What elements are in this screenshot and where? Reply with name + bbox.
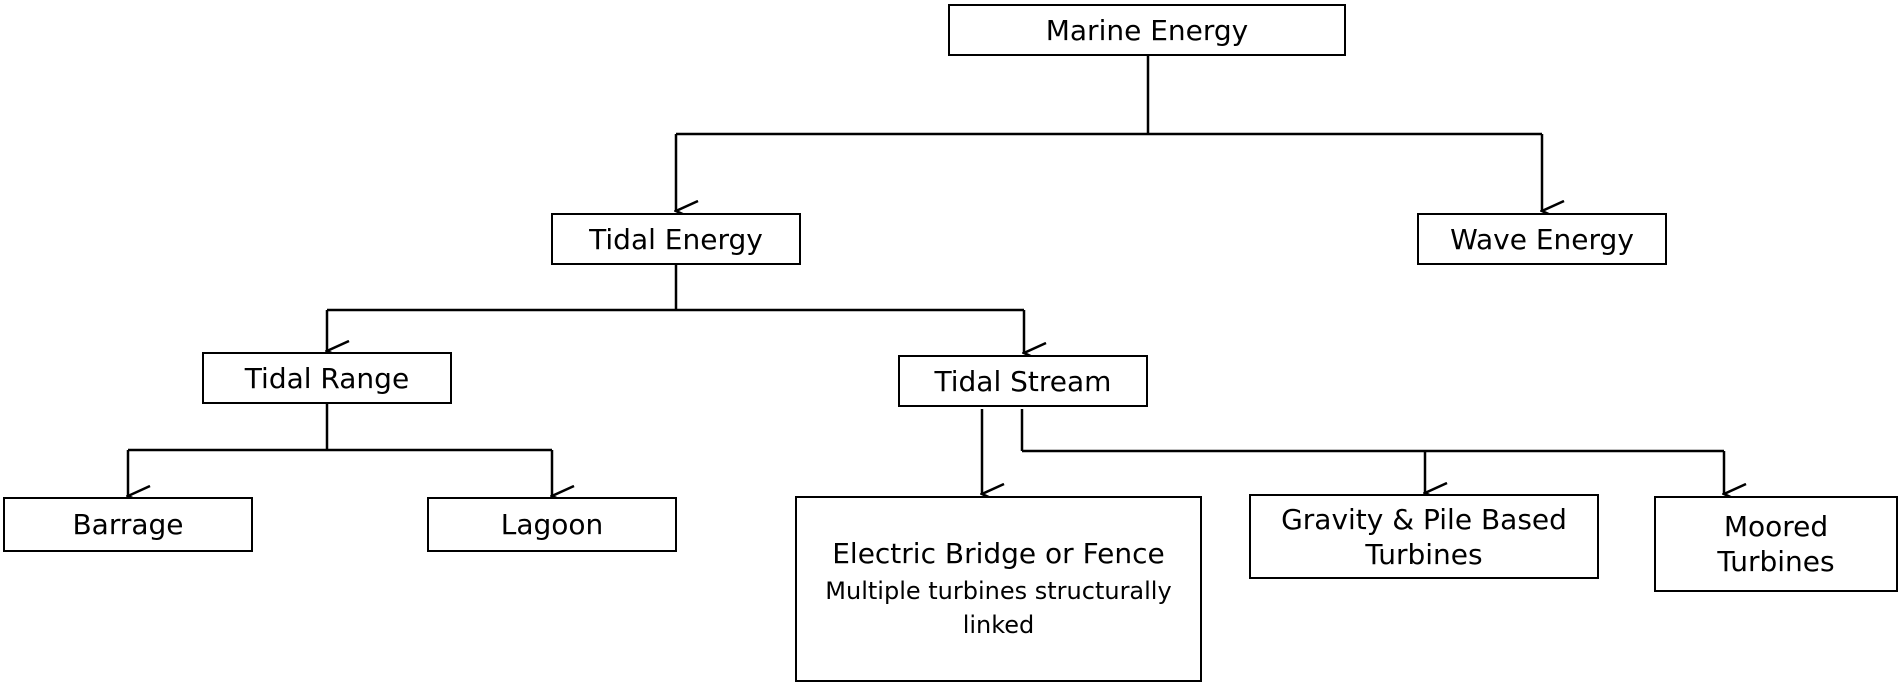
- node-wave-energy-label: Wave Energy: [1450, 222, 1634, 256]
- node-tidal-energy-label: Tidal Energy: [589, 222, 763, 256]
- node-marine-energy: Marine Energy: [948, 4, 1346, 56]
- node-moored-label: Moored Turbines: [1717, 510, 1835, 578]
- node-gravity-pile-label: Gravity & Pile Based Turbines: [1281, 502, 1567, 571]
- node-electric-bridge-title: Electric Bridge or Fence: [832, 536, 1165, 570]
- node-barrage: Barrage: [3, 497, 253, 552]
- node-lagoon: Lagoon: [427, 497, 677, 552]
- node-barrage-label: Barrage: [72, 508, 184, 541]
- node-marine-energy-label: Marine Energy: [1045, 13, 1249, 47]
- node-tidal-range: Tidal Range: [202, 352, 452, 404]
- node-lagoon-label: Lagoon: [500, 508, 604, 541]
- node-gravity-pile: Gravity & Pile Based Turbines: [1249, 494, 1599, 579]
- node-tidal-range-label: Tidal Range: [244, 361, 410, 395]
- node-wave-energy: Wave Energy: [1417, 213, 1667, 265]
- node-electric-bridge-desc: Multiple turbines structurally linked: [825, 576, 1172, 639]
- node-electric-bridge: Electric Bridge or Fence Multiple turbin…: [795, 496, 1202, 682]
- node-tidal-stream: Tidal Stream: [898, 355, 1148, 407]
- node-moored: Moored Turbines: [1654, 496, 1898, 592]
- node-tidal-energy: Tidal Energy: [551, 213, 801, 265]
- node-tidal-stream-label: Tidal Stream: [934, 364, 1112, 398]
